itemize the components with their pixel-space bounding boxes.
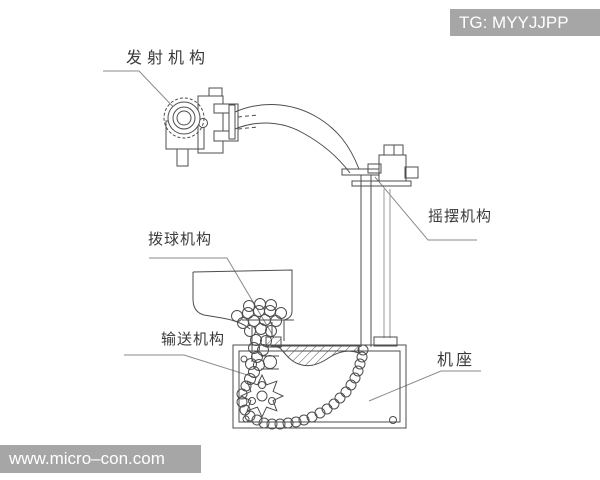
curved-tube-drawing — [235, 105, 359, 173]
leader-picker — [149, 258, 272, 334]
launcher-mechanism-drawing — [164, 88, 258, 166]
hatched-casting — [271, 346, 359, 366]
label-swing-mechanism: 摇摆机构 — [428, 205, 492, 226]
tube-outer-wall — [235, 105, 359, 169]
label-conveyor-mechanism: 输送机构 — [161, 328, 225, 349]
base-drawing — [233, 337, 406, 429]
leader-conveyor — [124, 355, 257, 378]
watermark-top-text: TG: MYYJJPP — [459, 13, 569, 33]
screw-top-left — [241, 356, 247, 362]
tube-inner-wall — [235, 123, 350, 173]
throat-clamp-hatched — [266, 337, 281, 347]
launcher-mount-tab — [209, 88, 222, 96]
tube-end-plate — [229, 105, 235, 139]
label-machine-base: 机座 — [437, 346, 475, 370]
label-ball-picker-mechanism: 拨球机构 — [148, 228, 212, 249]
leader-launcher — [103, 71, 179, 113]
watermark-bottom-left: www.micro–con.com — [0, 445, 201, 473]
leader-base — [369, 371, 481, 401]
watermark-top-right: TG: MYYJJPP — [450, 9, 600, 36]
watermark-bottom-text: www.micro–con.com — [9, 449, 165, 469]
swing-motor — [368, 145, 418, 181]
label-launcher-mechanism: 发射机构 — [126, 44, 210, 68]
swing-mechanism-drawing — [342, 145, 418, 347]
swing-rod — [384, 189, 390, 338]
launcher-foot — [177, 149, 188, 166]
motor-right-tab — [405, 167, 418, 178]
